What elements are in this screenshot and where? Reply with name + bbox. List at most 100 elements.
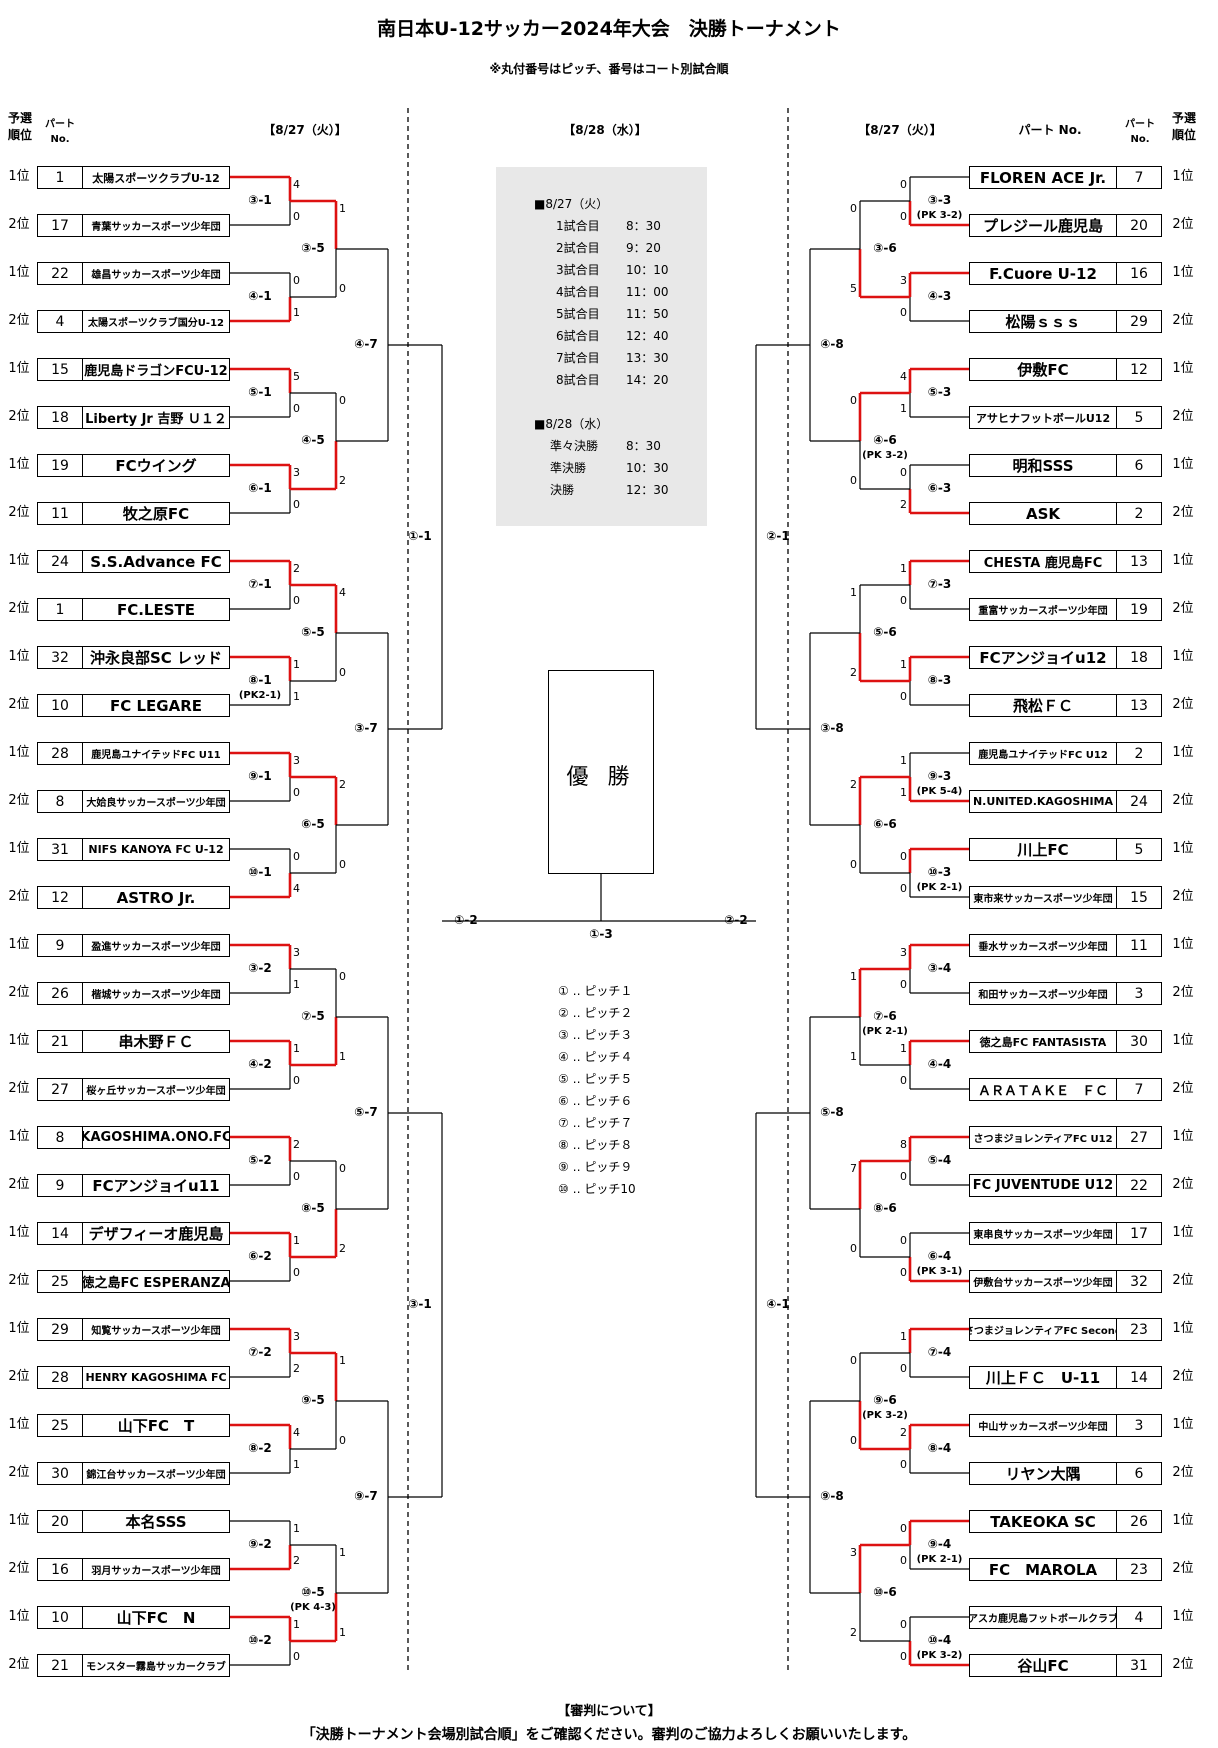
match-score: 1 <box>339 1546 346 1559</box>
part-number: 2 <box>1116 503 1161 524</box>
match-score: 1 <box>850 1050 857 1063</box>
match-label: ⑤-5 <box>301 625 325 639</box>
qualifying-rank: 1位 <box>8 745 30 760</box>
part-number: 22 <box>1116 1175 1161 1196</box>
team-name: プレジール鹿児島 <box>982 217 1103 235</box>
part-number: 30 <box>38 1463 83 1484</box>
schedule-row-time: 13：30 <box>626 351 669 365</box>
match-score: 2 <box>293 1362 300 1375</box>
match-score: 0 <box>293 274 300 287</box>
part-number: 7 <box>1116 1079 1161 1100</box>
champion-box: 優 勝 <box>548 670 654 874</box>
match-score: 0 <box>339 1162 346 1175</box>
pitch-legend-item: ⑤ ‥ ピッチ５ <box>558 1072 633 1086</box>
schedule-row-label: 準々決勝 <box>550 439 599 453</box>
team-name: 錦江台サッカースポーツ少年団 <box>86 1470 226 1481</box>
qualifying-rank: 2位 <box>8 1657 30 1672</box>
pk-result: (PK 3-2) <box>862 450 908 461</box>
match-score: 1 <box>900 1330 907 1343</box>
part-number: 20 <box>38 1511 83 1532</box>
match-score: 3 <box>900 946 907 959</box>
match-score: 8 <box>900 1138 907 1151</box>
team-name: 鹿児島ユナイテッドFC U11 <box>91 750 221 761</box>
team-name: 串木野ＦＣ <box>118 1033 194 1051</box>
qualifying-rank: 2位 <box>8 889 30 904</box>
pk-result: (PK 4-3) <box>290 1602 336 1613</box>
pitch-legend-item: ⑦ ‥ ピッチ７ <box>558 1116 633 1130</box>
match-label: ③-3 <box>927 193 952 207</box>
team-name: アスカ鹿児島フットボールクラブ <box>970 1614 1116 1625</box>
match-label: ⑤-6 <box>873 625 897 639</box>
qualifying-rank: 2位 <box>1172 217 1194 232</box>
part-number: 2 <box>1116 743 1161 764</box>
match-label: ③-1 <box>408 1297 432 1311</box>
match-score: 5 <box>293 370 300 383</box>
match-score: 1 <box>900 1042 907 1055</box>
part-number: 24 <box>1116 791 1161 812</box>
team-name: 知覧サッカースポーツ少年団 <box>91 1326 221 1337</box>
part-number: 3 <box>1116 983 1161 1004</box>
part-number: 18 <box>38 407 83 428</box>
part-number: 10 <box>38 695 83 716</box>
match-label: ⑤-7 <box>354 1105 378 1119</box>
qualifying-rank: 2位 <box>1172 313 1194 328</box>
schedule-row-label: 5試合目 <box>556 307 600 321</box>
pk-result: (PK 3-2) <box>916 1650 963 1661</box>
match-score: 2 <box>339 474 346 487</box>
team-name: 中山サッカースポーツ少年団 <box>978 1422 1108 1433</box>
match-score: 1 <box>293 1458 300 1471</box>
schedule-row-label: 2試合目 <box>556 241 600 255</box>
match-score: 2 <box>850 778 857 791</box>
qualifying-rank: 2位 <box>1172 985 1194 1000</box>
left-part-header-line2: No. <box>50 134 70 145</box>
qualifying-rank: 1位 <box>8 1033 30 1048</box>
left-part-header: パート No. <box>40 117 80 147</box>
match-label: ⑧-2 <box>248 1441 272 1455</box>
match-label: ③-7 <box>354 721 378 735</box>
match-label: ①-1 <box>408 529 432 543</box>
part-number: 20 <box>1116 215 1161 236</box>
match-score: 0 <box>339 858 346 871</box>
match-label: ④-6 <box>873 433 897 447</box>
qualifying-rank: 1位 <box>8 937 30 952</box>
qualifying-rank: 2位 <box>8 409 30 424</box>
part-number: 8 <box>38 1127 83 1148</box>
match-label: ⑦-6 <box>873 1009 897 1023</box>
part-number: 1 <box>38 599 83 620</box>
team-name: 山下FC N <box>116 1609 196 1627</box>
part-number: 16 <box>1116 263 1161 284</box>
schedule-row-label: 7試合目 <box>556 351 600 365</box>
pitch-legend-item: ⑨ ‥ ピッチ９ <box>558 1160 633 1174</box>
part-number: 4 <box>38 311 83 332</box>
qualifying-rank: 2位 <box>8 793 30 808</box>
match-score: 1 <box>339 1354 346 1367</box>
match-label: ①-2 <box>454 913 478 927</box>
qualifying-rank: 1位 <box>1172 649 1194 664</box>
part-number: 14 <box>38 1223 83 1244</box>
match-score: 1 <box>900 754 907 767</box>
qualifying-rank: 2位 <box>1172 1369 1194 1384</box>
match-score: 0 <box>293 594 300 607</box>
team-name: 羽月サッカースポーツ少年団 <box>91 1566 221 1577</box>
match-label: ⑦-3 <box>927 577 952 591</box>
part-number: 26 <box>38 983 83 1004</box>
match-label: ⑧-1 <box>248 673 272 687</box>
match-label: ⑥-6 <box>873 817 897 831</box>
